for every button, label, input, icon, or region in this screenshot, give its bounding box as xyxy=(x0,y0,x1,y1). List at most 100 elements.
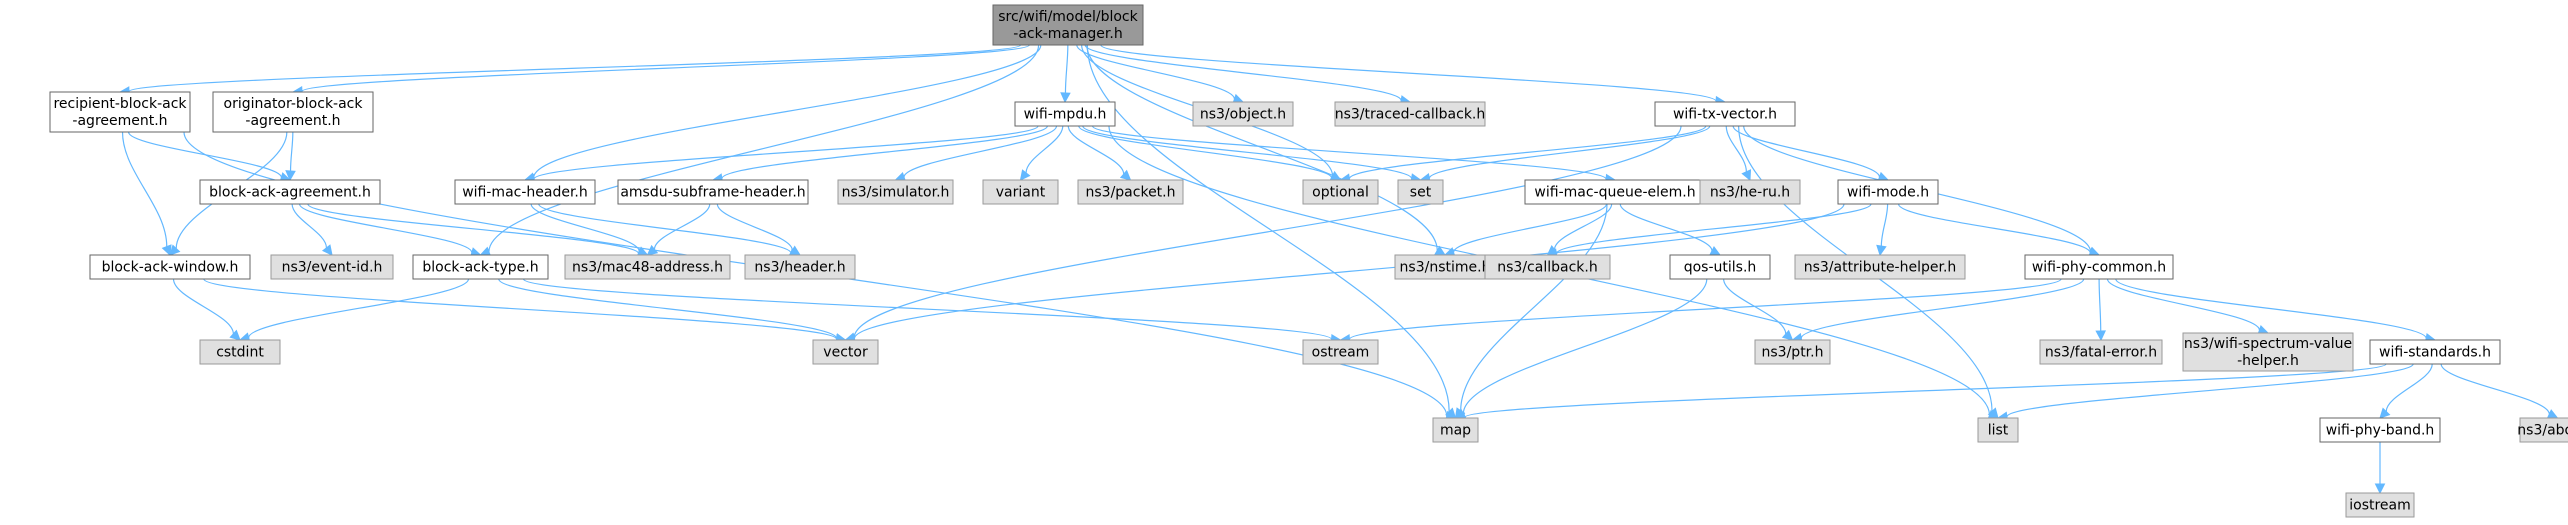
node-amsdu[interactable]: amsdu-subframe-header.h xyxy=(617,179,809,205)
node-label: ns3/callback.h xyxy=(1497,260,1597,276)
arrowhead xyxy=(285,170,296,182)
node-label: wifi-tx-vector.h xyxy=(1673,107,1777,123)
node-fatal: ns3/fatal-error.h xyxy=(2039,339,2163,365)
arrowhead xyxy=(161,244,172,257)
node-qos[interactable]: qos-utils.h xyxy=(1669,254,1771,280)
edge-line xyxy=(2106,278,2261,331)
node-bwin[interactable]: block-ack-window.h xyxy=(89,254,251,280)
edge-qos-to-ptr xyxy=(1723,278,1794,341)
node-label: ns3/object.h xyxy=(1200,107,1286,123)
edge-line xyxy=(530,203,640,252)
edge-line xyxy=(653,203,711,250)
edge-line xyxy=(853,125,1682,338)
edge-line xyxy=(1064,44,1069,94)
edge-line xyxy=(307,203,640,255)
node-orig[interactable]: originator-block-ack-agreement.h xyxy=(212,91,374,133)
edges-layer xyxy=(118,44,2559,495)
node-label: ns3/wifi-spectrum-value xyxy=(2184,336,2352,352)
node-label: wifi-mode.h xyxy=(1847,185,1929,201)
node-optional: optional xyxy=(1302,179,1379,205)
node-traced: ns3/traced-callback.h xyxy=(1334,101,1486,127)
node-packet: ns3/packet.h xyxy=(1077,179,1184,205)
edge-mpdu-to-variant xyxy=(1019,125,1064,181)
node-label: ns3/abort.h xyxy=(2517,423,2568,439)
edge-line xyxy=(203,278,838,340)
node-label: ns3/nstime.h xyxy=(1400,260,1491,276)
node-label: ostream xyxy=(1312,345,1370,361)
edge-root-to-txv xyxy=(1100,44,1727,107)
node-map: map xyxy=(1432,417,1479,443)
edge-line xyxy=(291,203,328,249)
node-box xyxy=(1397,179,1444,205)
node-box xyxy=(2519,417,2568,443)
node-label: -agreement.h xyxy=(245,113,340,129)
node-mode[interactable]: wifi-mode.h xyxy=(1837,179,1939,205)
node-box xyxy=(617,179,809,205)
edge-line xyxy=(1067,125,1125,175)
arrowhead xyxy=(646,244,659,256)
edge-line xyxy=(1619,203,1713,252)
node-label: wifi-mac-header.h xyxy=(462,185,588,201)
edge-line xyxy=(1732,125,1881,178)
node-std[interactable]: wifi-standards.h xyxy=(2369,339,2501,365)
node-box xyxy=(89,254,251,280)
edge-line xyxy=(1880,203,1889,247)
node-machdr[interactable]: wifi-mac-header.h xyxy=(454,179,596,205)
node-mpdu[interactable]: wifi-mpdu.h xyxy=(1014,101,1116,127)
arrowhead xyxy=(1060,92,1071,104)
edge-line xyxy=(716,203,793,251)
node-box xyxy=(1754,339,1831,365)
edge-machdr-to-mac48 xyxy=(530,203,649,257)
edge-bwin-to-vector xyxy=(203,278,847,345)
edge-qos-to-map xyxy=(1454,278,1708,419)
node-callback: ns3/callback.h xyxy=(1484,254,1611,280)
edge-root-to-machdr xyxy=(523,44,1042,183)
node-label: iostream xyxy=(2349,498,2411,514)
edge-phyc-to-fatal xyxy=(2095,278,2106,342)
node-root[interactable]: src/wifi/model/block-ack-manager.h xyxy=(992,4,1144,46)
edge-btype-to-cstdint xyxy=(238,278,470,343)
edge-line xyxy=(2440,363,2550,415)
edge-phyc-to-ostream xyxy=(1339,278,2062,345)
arrowhead xyxy=(229,329,241,341)
edge-txv-to-heru xyxy=(1725,125,1752,182)
node-box xyxy=(1192,101,1294,127)
node-sim: ns3/simulator.h xyxy=(837,179,954,205)
edge-line xyxy=(1428,125,1711,179)
node-label: -agreement.h xyxy=(72,113,167,129)
node-box xyxy=(2345,492,2415,518)
node-box xyxy=(1014,101,1116,127)
node-eventid: ns3/event-id.h xyxy=(270,254,394,280)
node-label: -ack-manager.h xyxy=(1013,26,1122,42)
node-box xyxy=(1484,254,1611,280)
edge-mpdu-to-packet xyxy=(1067,125,1132,181)
node-box xyxy=(1302,179,1379,205)
node-phyc[interactable]: wifi-phy-common.h xyxy=(2024,254,2174,280)
node-band[interactable]: wifi-phy-band.h xyxy=(2319,417,2441,443)
node-box xyxy=(1669,254,1771,280)
edge-line xyxy=(301,44,1030,92)
edge-line xyxy=(2115,278,2427,339)
edge-root-to-nstime xyxy=(1086,44,1446,256)
node-recip[interactable]: recipient-block-ack-agreement.h xyxy=(49,91,191,133)
node-label: ns3/fatal-error.h xyxy=(2045,345,2157,361)
edge-line xyxy=(128,44,1022,93)
arrowhead xyxy=(1876,244,1887,257)
node-set: set xyxy=(1397,179,1444,205)
edge-mode-to-attr xyxy=(1876,203,1889,257)
edge-root-to-traced xyxy=(1084,44,1412,106)
edge-amsdu-to-mac48 xyxy=(646,203,711,256)
node-label: ns3/he-ru.h xyxy=(1710,185,1790,201)
node-box xyxy=(744,254,856,280)
node-box xyxy=(270,254,394,280)
node-box xyxy=(1394,254,1496,280)
node-box xyxy=(1977,417,2019,443)
node-mqe[interactable]: wifi-mac-queue-elem.h xyxy=(1524,179,1706,205)
node-btype[interactable]: block-ack-type.h xyxy=(412,254,549,280)
node-bagree[interactable]: block-ack-agreement.h xyxy=(199,179,381,205)
node-txv[interactable]: wifi-tx-vector.h xyxy=(1654,101,1796,127)
edge-line xyxy=(1460,203,1608,411)
edge-line xyxy=(1725,125,1747,172)
node-box xyxy=(1837,179,1939,205)
node-box xyxy=(1432,417,1479,443)
